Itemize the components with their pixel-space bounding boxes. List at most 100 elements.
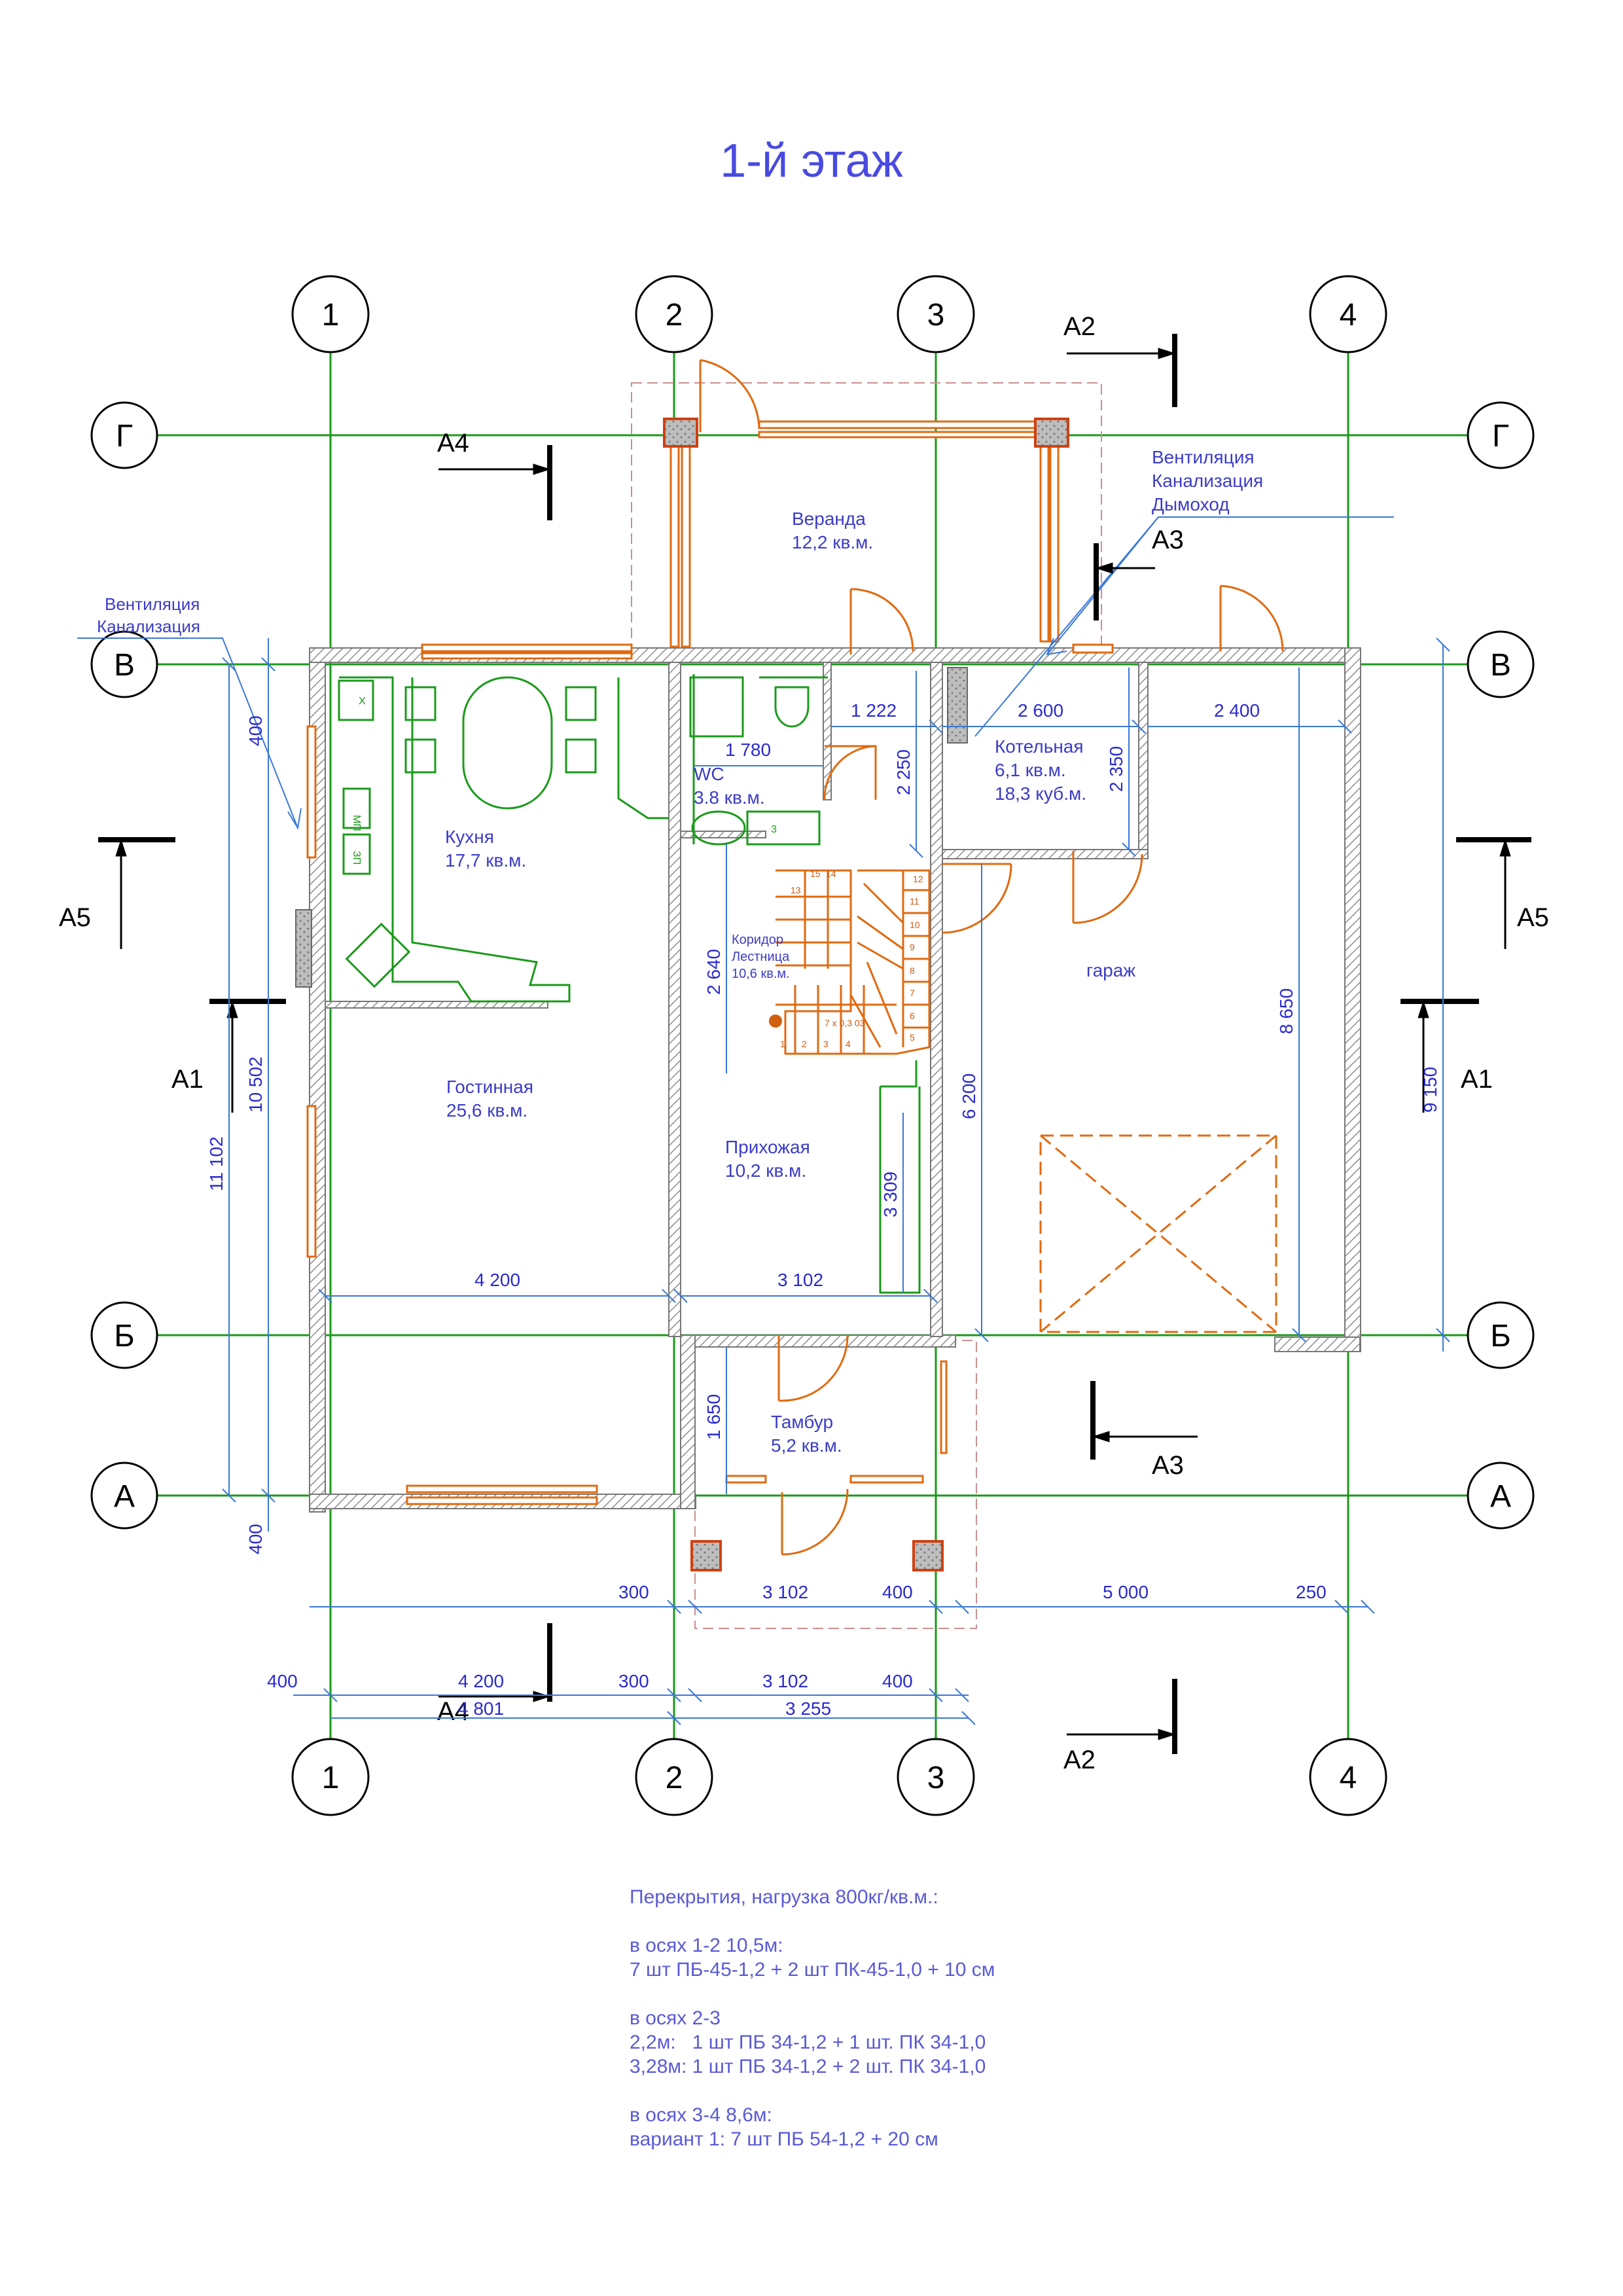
- svg-text:5,2 кв.м.: 5,2 кв.м.: [771, 1435, 842, 1456]
- axis-bubble-v-left: В: [90, 630, 158, 698]
- chimney-left: [295, 909, 312, 988]
- svg-text:гараж: гараж: [1086, 960, 1135, 980]
- section-label-a3-bottom: А3: [1152, 1451, 1184, 1480]
- dim-2400: 2 400: [1214, 700, 1260, 721]
- svg-text:Дымоход: Дымоход: [1152, 494, 1230, 514]
- room-label-garage: гараж: [1086, 960, 1135, 980]
- section-markers: [98, 334, 1531, 1754]
- svg-text:ЗП: ЗП: [351, 851, 362, 865]
- svg-text:3: 3: [771, 824, 777, 835]
- appliance-zp: [342, 833, 371, 875]
- dim-3309: 3 309: [880, 1172, 901, 1217]
- dim-1222: 1 222: [851, 700, 897, 721]
- svg-text:25,6 кв.м.: 25,6 кв.м.: [446, 1100, 527, 1121]
- dim-8650: 8 650: [1276, 988, 1296, 1034]
- axis-bubble-2-top: 2: [635, 275, 713, 353]
- svg-text:14: 14: [826, 869, 836, 879]
- svg-text:Гостинная: Гостинная: [446, 1077, 533, 1097]
- axis-bubble-2-bottom: 2: [635, 1738, 713, 1816]
- svg-text:2: 2: [666, 298, 683, 332]
- section-label-a1-right: А1: [1461, 1065, 1493, 1094]
- dim-4200-b: 4 200: [458, 1671, 504, 1691]
- svg-text:11: 11: [910, 896, 919, 906]
- svg-text:Г: Г: [116, 419, 133, 454]
- axis-bubble-g-left: Г: [90, 401, 158, 469]
- section-label-a1-left: А1: [171, 1065, 204, 1094]
- tambour-outline: [694, 1340, 977, 1629]
- note-line: 7 шт ПБ-45-1,2 + 2 шт ПК-45-1,0 + 10 см: [630, 1959, 995, 1981]
- svg-text:7: 7: [910, 988, 915, 998]
- axis-bubble-4-top: 4: [1309, 275, 1387, 353]
- svg-text:Канализация: Канализация: [1152, 471, 1263, 491]
- page-title: 1-й этаж: [720, 135, 903, 187]
- svg-text:Канализация: Канализация: [97, 617, 200, 636]
- svg-text:В: В: [114, 648, 135, 683]
- svg-text:1: 1: [322, 298, 340, 332]
- dim-2640: 2 640: [704, 949, 724, 995]
- dim-1650: 1 650: [704, 1394, 724, 1440]
- dim-250: 250: [1296, 1582, 1327, 1602]
- svg-text:МП: МП: [351, 815, 362, 831]
- floor-slab-notes: Перекрытия, нагрузка 800кг/кв.м.: в осях…: [630, 1885, 995, 2151]
- section-label-a4-bottom: А4: [437, 1697, 469, 1726]
- svg-text:3: 3: [927, 1761, 945, 1795]
- axis-bubble-a-right: А: [1467, 1462, 1535, 1530]
- note-line: Перекрытия, нагрузка 800кг/кв.м.:: [630, 1886, 938, 1908]
- section-label-a2-top: А2: [1063, 312, 1096, 341]
- staircase: [776, 869, 931, 1055]
- dim-300-b: 300: [618, 1671, 649, 1691]
- appliance-mp: [342, 787, 371, 829]
- dim-5000: 5 000: [1103, 1582, 1149, 1602]
- dim-2250: 2 250: [893, 749, 914, 795]
- dim-4801: 4 801: [458, 1698, 504, 1719]
- svg-text:12: 12: [913, 874, 923, 884]
- svg-text:10,2 кв.м.: 10,2 кв.м.: [725, 1160, 806, 1181]
- svg-text:5: 5: [910, 1032, 915, 1043]
- svg-text:Веранда: Веранда: [792, 509, 866, 529]
- garage-pit: [1039, 1134, 1277, 1333]
- room-label-veranda: Веранда 12,2 кв.м.: [792, 509, 873, 552]
- dim-400-b: 400: [267, 1671, 298, 1691]
- svg-text:Б: Б: [114, 1319, 135, 1354]
- svg-text:Коридор: Коридор: [732, 933, 783, 947]
- dim-4200: 4 200: [474, 1270, 520, 1290]
- axis-bubble-b-left: Б: [90, 1301, 158, 1369]
- vent-callout-left: Вентиляция Канализация: [97, 594, 200, 636]
- svg-text:Вентиляция: Вентиляция: [105, 594, 200, 614]
- svg-text:10: 10: [910, 920, 920, 930]
- doors: [699, 359, 1284, 1556]
- dim-3102: 3 102: [777, 1270, 823, 1290]
- svg-text:12,2 кв.м.: 12,2 кв.м.: [792, 532, 873, 552]
- svg-text:Х: Х: [359, 696, 366, 707]
- svg-text:4: 4: [1340, 1761, 1357, 1795]
- svg-text:Котельная: Котельная: [995, 736, 1084, 757]
- dim-6200: 6 200: [959, 1073, 979, 1119]
- svg-text:А: А: [1490, 1479, 1511, 1514]
- dim-9150: 9 150: [1420, 1067, 1440, 1113]
- svg-text:9: 9: [910, 942, 915, 952]
- section-label-a5-right: А5: [1517, 903, 1549, 932]
- dim-3102-b: 3 102: [762, 1671, 808, 1691]
- dim-400-c: 400: [882, 1671, 913, 1691]
- svg-text:А: А: [114, 1479, 135, 1514]
- section-label-a4-top: А4: [437, 429, 469, 457]
- svg-text:6: 6: [910, 1011, 915, 1021]
- dim-2600: 2 600: [1018, 700, 1063, 721]
- svg-text:7 х 0,3 03: 7 х 0,3 03: [825, 1018, 865, 1028]
- axis-bubble-b-right: Б: [1467, 1301, 1535, 1369]
- note-line: в осях 2-3: [630, 2007, 721, 2029]
- svg-text:4: 4: [1340, 298, 1357, 332]
- column: [690, 1540, 722, 1571]
- vent-callout-right: Вентиляция Канализация Дымоход: [1152, 447, 1263, 514]
- chimney-right: [947, 667, 968, 744]
- section-label-a3-top: А3: [1152, 526, 1184, 554]
- svg-text:3: 3: [927, 298, 945, 332]
- veranda-frame: [669, 420, 1060, 648]
- axis-bubble-3-bottom: 3: [897, 1738, 975, 1816]
